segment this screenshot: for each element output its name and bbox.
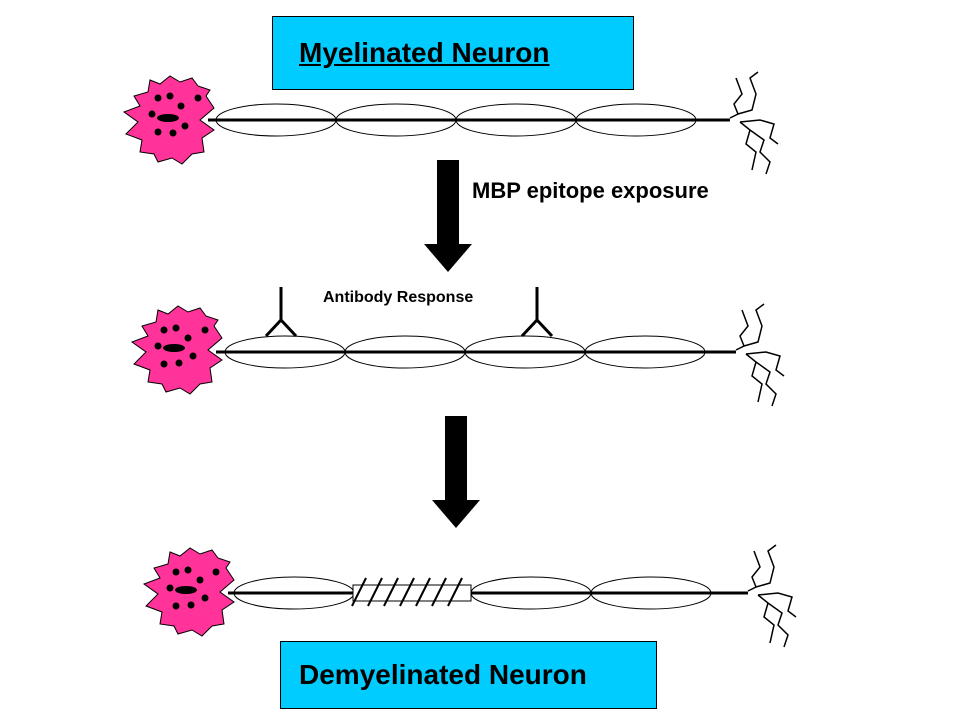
axon-terminal-icon xyxy=(729,71,779,175)
title-box-demyelinated: Demyelinated Neuron xyxy=(280,641,657,709)
neuron-row-3 xyxy=(142,544,797,648)
myelin-sheath-segment-icon xyxy=(575,103,697,137)
axon-terminal-icon xyxy=(747,544,797,648)
antibody-icon xyxy=(264,287,298,338)
title-box-myelinated: Myelinated Neuron xyxy=(272,16,634,90)
title-myelinated-neuron: Myelinated Neuron xyxy=(299,37,550,68)
title-demyelinated-neuron: Demyelinated Neuron xyxy=(299,659,587,690)
axon-terminal-icon xyxy=(735,303,785,407)
neuron-cell-body-icon xyxy=(122,75,215,165)
antibody-response-label: Antibody Response xyxy=(323,289,474,306)
down-arrow-icon xyxy=(432,416,480,528)
neuron-row-1 xyxy=(122,71,779,175)
down-arrow-icon xyxy=(424,160,472,272)
myelin-sheath-segment-icon xyxy=(590,576,712,610)
antibody-icon xyxy=(520,287,554,338)
myelin-sheaths xyxy=(215,103,697,137)
neuron-cell-body-icon xyxy=(142,547,235,637)
myelin-sheath-segment-icon xyxy=(584,335,706,369)
neuron-row-2 xyxy=(130,287,785,407)
neuron-cell-body-icon xyxy=(130,305,223,395)
mbp-epitope-exposure-label: MBP epitope exposure xyxy=(472,178,709,203)
damaged-myelin-hatch-icon xyxy=(351,577,472,607)
